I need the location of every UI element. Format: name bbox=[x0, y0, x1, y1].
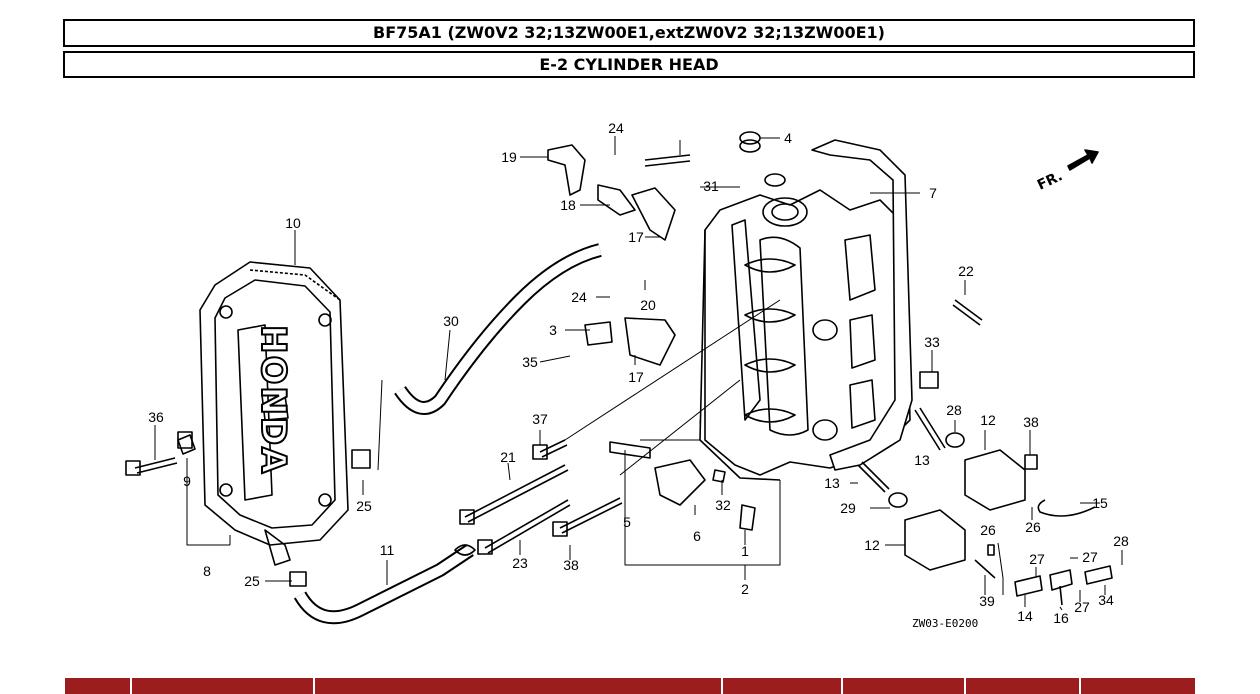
model-title: BF75A1 (ZW0V2 32;13ZW00E1,extZW0V2 32;13… bbox=[63, 19, 1195, 47]
callout-3: 3 bbox=[549, 322, 557, 338]
cylinder-head-cover-drawing bbox=[199, 261, 349, 546]
callout-38-b: 39 bbox=[979, 593, 995, 609]
callout-30: 31 bbox=[703, 178, 719, 194]
section-title: E-2 CYLINDER HEAD bbox=[63, 51, 1195, 78]
callout-31: 32 bbox=[715, 497, 731, 513]
callout-34: 35 bbox=[522, 354, 538, 370]
callout-32: 33 bbox=[924, 334, 940, 350]
small-parts-drawing bbox=[177, 131, 1113, 606]
callout-12: 12 bbox=[980, 412, 996, 428]
callout-25: 25 bbox=[356, 498, 372, 514]
callout-26: 26 bbox=[980, 522, 996, 538]
callout-19: 19 bbox=[501, 149, 517, 165]
callout-37: 38 bbox=[563, 557, 579, 573]
callout-29: 30 bbox=[443, 313, 459, 329]
callout-17-b: 17 bbox=[628, 369, 644, 385]
callout-28-b: 29 bbox=[840, 500, 856, 516]
callout-20: 20 bbox=[640, 297, 656, 313]
callout-27-c: 27 bbox=[1074, 599, 1090, 615]
parts-diagram: HONDA FR. 1 2 3 4 5 6 7 8 9 10 11 12 12 … bbox=[125, 120, 1129, 630]
callout-24-b: 24 bbox=[571, 289, 587, 305]
table-header-cell bbox=[63, 678, 130, 694]
callout-4: 4 bbox=[784, 130, 792, 146]
callout-15: 15 bbox=[1092, 495, 1108, 511]
table-header-cell bbox=[130, 678, 313, 694]
callout-21: 21 bbox=[500, 449, 516, 465]
cylinder-head-drawing bbox=[699, 139, 913, 481]
callout-18: 18 bbox=[560, 197, 576, 213]
callout-33: 34 bbox=[1098, 592, 1114, 608]
callout-13: 13 bbox=[914, 452, 930, 468]
callout-17: 17 bbox=[628, 229, 644, 245]
callout-labels: 1 2 3 4 5 6 7 8 9 10 11 12 12 13 13 14 1… bbox=[148, 120, 1129, 626]
drawing-code: ZW03-E0200 bbox=[912, 617, 978, 630]
callout-36: 37 bbox=[532, 411, 548, 427]
table-header-cell bbox=[721, 678, 841, 694]
leader-lines bbox=[154, 136, 1123, 611]
hose-29-drawing bbox=[394, 243, 602, 415]
bolts-drawing bbox=[125, 434, 623, 555]
callout-1: 1 bbox=[741, 543, 749, 559]
callout-14: 14 bbox=[1017, 608, 1033, 624]
callout-27: 27 bbox=[1029, 551, 1045, 567]
callout-10: 10 bbox=[285, 215, 301, 231]
table-header-cell bbox=[841, 678, 964, 694]
callout-6: 6 bbox=[693, 528, 701, 544]
callout-27-d: 28 bbox=[1113, 533, 1129, 549]
brand-embossing: HONDA bbox=[253, 325, 293, 475]
callout-12-b: 12 bbox=[864, 537, 880, 553]
callout-24: 24 bbox=[608, 120, 624, 136]
callout-22: 22 bbox=[958, 263, 974, 279]
callout-27-b: 27 bbox=[1082, 549, 1098, 565]
direction-arrow-drawing bbox=[1067, 149, 1099, 171]
table-header-cell bbox=[1079, 678, 1195, 694]
callout-7: 7 bbox=[929, 185, 937, 201]
callout-9: 9 bbox=[183, 473, 191, 489]
table-header-cell bbox=[964, 678, 1079, 694]
callout-28: 28 bbox=[946, 402, 962, 418]
direction-label: FR. bbox=[1035, 168, 1065, 193]
callout-2: 2 bbox=[741, 581, 749, 597]
callout-8: 8 bbox=[203, 563, 211, 579]
fuel-pumps-drawing bbox=[904, 449, 1096, 571]
callout-26-b: 26 bbox=[1025, 519, 1041, 535]
callout-38: 38 bbox=[1023, 414, 1039, 430]
hose-11-drawing bbox=[293, 544, 474, 625]
callout-5: 5 bbox=[623, 514, 631, 530]
callout-11: 11 bbox=[380, 542, 395, 558]
callout-16: 16 bbox=[1053, 610, 1069, 626]
callout-13-b: 13 bbox=[824, 475, 840, 491]
callout-25-b: 25 bbox=[244, 573, 260, 589]
callout-35: 36 bbox=[148, 409, 164, 425]
table-header-cell bbox=[313, 678, 721, 694]
callout-23: 23 bbox=[512, 555, 528, 571]
